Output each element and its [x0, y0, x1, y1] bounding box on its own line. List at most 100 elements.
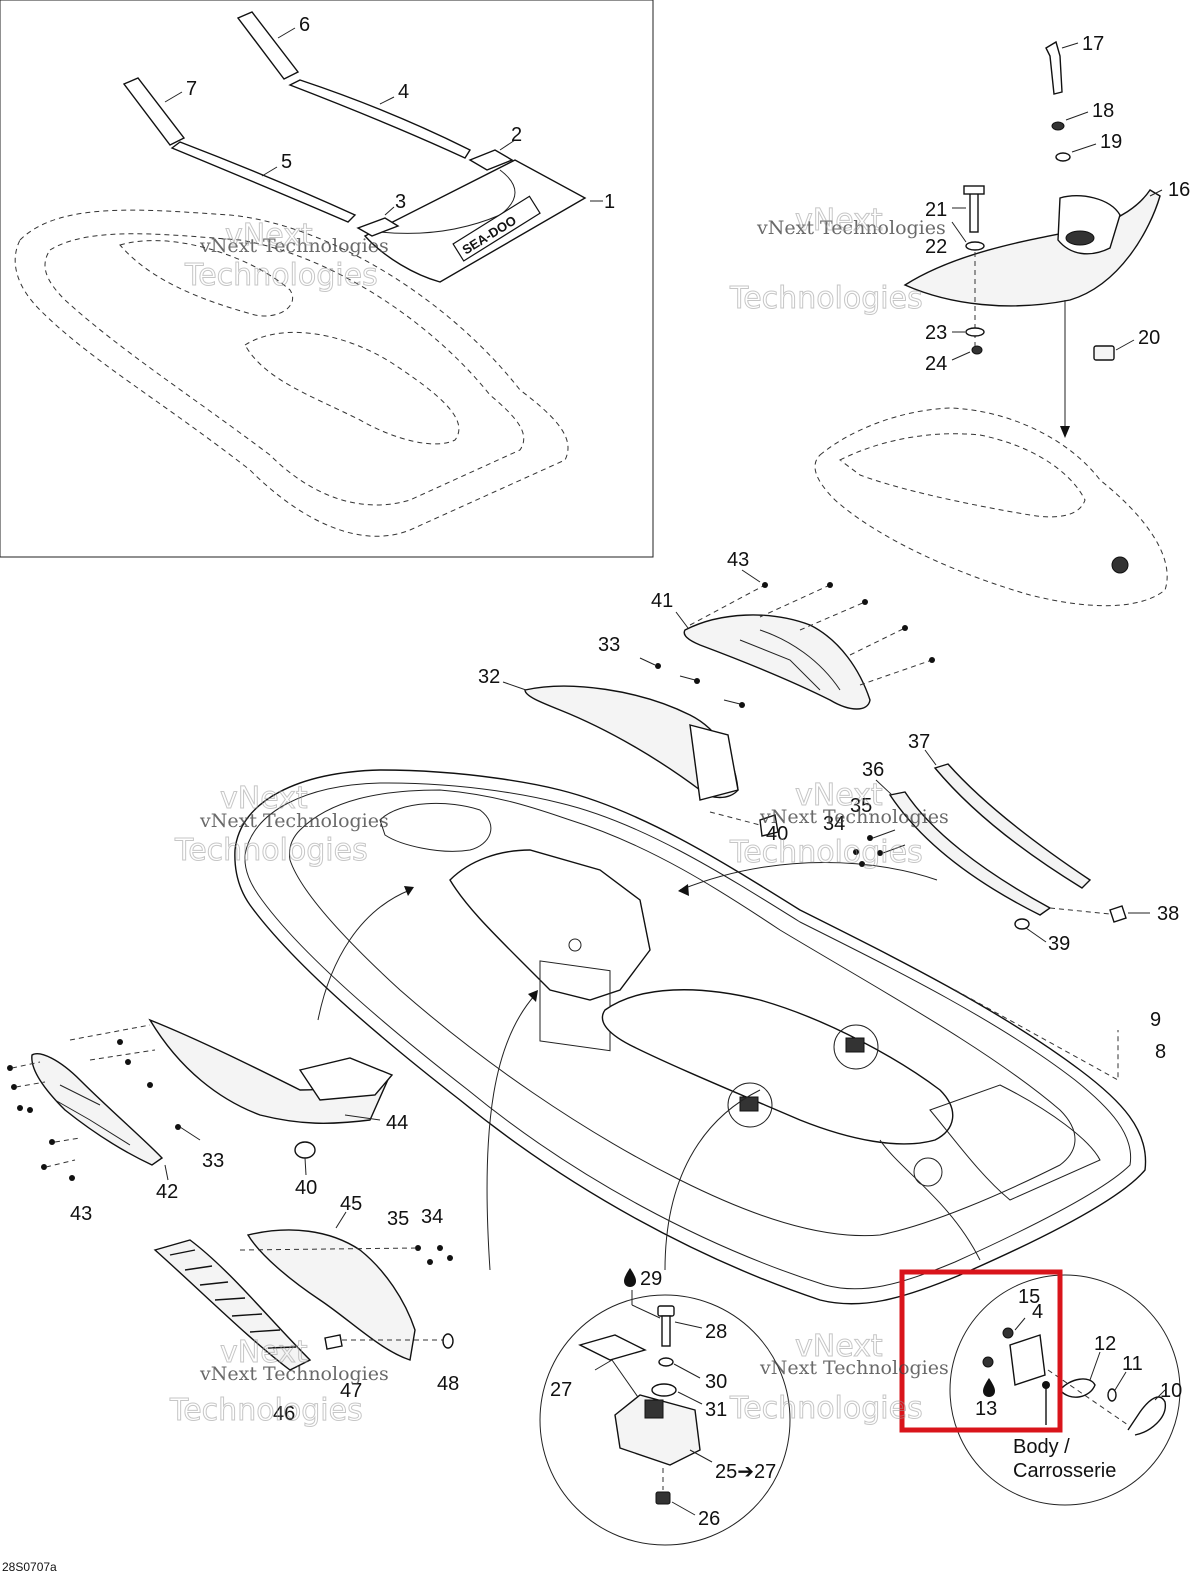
leader-22	[951, 221, 967, 243]
callout-4-detail: 4	[1032, 1301, 1043, 1323]
detail-circle-c	[913, 1157, 943, 1187]
push-fastener-40-lower	[294, 1141, 316, 1159]
washer-39	[1014, 918, 1030, 930]
handle-mount-arrowhead	[1060, 426, 1070, 438]
callout-25: 25➔27	[715, 1461, 776, 1483]
callout-9: 9	[1150, 1009, 1161, 1031]
washer-30	[658, 1357, 674, 1367]
decal-5-shape	[170, 141, 357, 223]
watermark-5-big-a: vNext	[220, 1335, 308, 1370]
watermark-6-big-a: vNext	[795, 1329, 883, 1364]
callout-21: 21	[925, 199, 947, 221]
arrowhead-side-left	[404, 886, 414, 896]
detail-clip-b	[739, 1096, 759, 1112]
watermark-5: vNext Technologies	[199, 1363, 389, 1385]
callout-46: 46	[273, 1403, 295, 1425]
side-panels-lower	[7, 1018, 394, 1181]
callout-23: 23	[925, 322, 947, 344]
detail-clip-a	[845, 1037, 865, 1053]
arrow-side-left	[317, 889, 411, 1021]
watermark-1: vNext Technologies	[199, 235, 389, 257]
leader-43-upper	[741, 569, 761, 583]
screws-43-lower	[7, 1024, 156, 1181]
leader-26	[671, 1501, 696, 1516]
washer-48	[442, 1333, 454, 1349]
body-label-line2: Carrosserie	[1013, 1460, 1116, 1482]
screw-38	[1109, 905, 1127, 923]
leader-11	[1114, 1371, 1127, 1391]
callout-16: 16	[1168, 179, 1190, 201]
arrow-detail-left	[664, 1089, 761, 1271]
callout-48: 48	[437, 1373, 459, 1395]
arrow-detail-right	[879, 1139, 981, 1261]
callout-10: 10	[1160, 1380, 1182, 1402]
callout-7: 7	[186, 78, 197, 100]
watermark-3-big-b: Technologies	[174, 833, 368, 868]
callout-42: 42	[156, 1181, 178, 1203]
leader-45	[335, 1211, 347, 1229]
bracket-25	[614, 1394, 701, 1466]
panel-32	[524, 685, 739, 799]
callout-35-lower: 35	[387, 1208, 409, 1230]
rear-deck-outline	[814, 407, 1168, 607]
callout-35-upper: 35	[850, 795, 872, 817]
bolt-28-head	[657, 1305, 675, 1317]
panel-42	[31, 1053, 164, 1166]
inset-hull-outline	[14, 209, 569, 537]
callout-8: 8	[1155, 1041, 1166, 1063]
arrow-side-right	[486, 994, 536, 1271]
leader-12	[1089, 1351, 1101, 1381]
leader-5	[261, 166, 278, 177]
callout-47: 47	[340, 1380, 362, 1402]
leader-27	[594, 1359, 613, 1371]
rivets-33-upper	[639, 657, 745, 708]
callout-26: 26	[698, 1508, 720, 1530]
detail-circle-mount	[539, 1294, 791, 1546]
arrowhead-rear-trim	[678, 884, 689, 896]
callout-4: 4	[398, 81, 409, 103]
rivets-33-lower	[117, 1039, 201, 1141]
decal-7-shape	[122, 77, 186, 146]
nut-18	[1051, 121, 1065, 131]
detail-circle-a	[833, 1024, 879, 1070]
leader-17	[1061, 42, 1079, 49]
bolt-21-head	[963, 185, 985, 195]
highlight-box	[899, 1269, 1063, 1433]
bolt-21	[969, 191, 979, 233]
washer-23	[965, 327, 985, 337]
leader-18	[1065, 111, 1089, 121]
callout-3: 3	[395, 191, 406, 213]
inset-frame	[0, 0, 654, 558]
callout-17: 17	[1082, 33, 1104, 55]
eyelet-10	[1127, 1396, 1166, 1436]
watermark-6: vNext Technologies	[759, 1357, 949, 1379]
callout-43-lower: 43	[70, 1203, 92, 1225]
inset-console	[119, 240, 293, 317]
callout-24: 24	[925, 353, 947, 375]
body-label-line1: Body /	[1013, 1436, 1070, 1458]
callout-19: 19	[1100, 131, 1122, 153]
leader-44	[344, 1114, 381, 1121]
decal-6-shape	[236, 11, 300, 80]
decal-4-shape	[288, 79, 472, 159]
callout-20: 20	[1138, 327, 1160, 349]
dash-38	[1049, 907, 1111, 915]
rear-deck-logo	[1111, 556, 1129, 574]
callout-22: 22	[925, 236, 947, 258]
watermark-4-big-b: Technologies	[729, 835, 923, 870]
fasteners-34-35-upper	[853, 829, 906, 867]
side-panels-upper	[502, 569, 935, 837]
arrow-rear-trim	[679, 862, 938, 891]
arrowhead-side-right	[528, 990, 538, 1002]
leader-41	[675, 611, 689, 629]
callout-28: 28	[705, 1321, 727, 1343]
inset-hull-inner	[44, 233, 525, 506]
leader-19	[1071, 143, 1097, 153]
callout-43-upper: 43	[727, 549, 749, 571]
dash-40-upper	[709, 811, 761, 826]
watermark-4-big-a: vNext	[795, 778, 883, 813]
callout-6: 6	[299, 14, 310, 36]
hull-console	[449, 849, 651, 1001]
panel-42-inner	[54, 1084, 131, 1146]
watermark-5-big-b: Technologies	[169, 1393, 363, 1428]
